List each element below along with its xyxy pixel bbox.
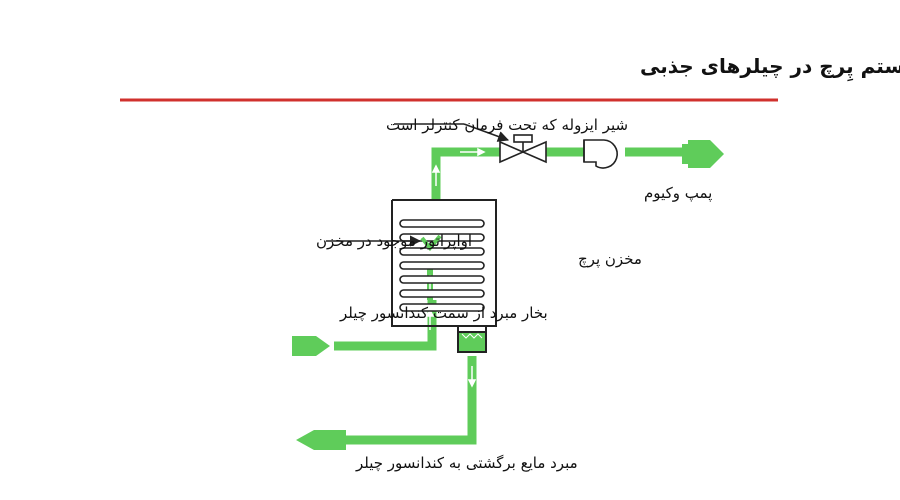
evaporator-coil-icon <box>399 219 485 312</box>
valve-leader <box>463 123 510 142</box>
vacuum-pump-icon <box>583 139 618 169</box>
label-refrigerant-vapor-in: بخار مبرد از سمت کندانسور چیلر <box>339 304 548 322</box>
flow-arrow-down-return <box>467 379 477 388</box>
flow-arrow-up-top <box>431 164 441 173</box>
label-purge-tank: مخزن پرچ <box>578 250 642 269</box>
pipe-liquid-return <box>346 356 477 445</box>
label-evaporator: اواپراتور موجود در مخزن <box>316 232 472 251</box>
label-liquid-return: مبرد مایع برگشتی به کندانسور چیلر <box>355 454 578 472</box>
outlet-arrowhead <box>682 144 720 164</box>
pipe-to-valve <box>431 147 500 200</box>
label-isolation-valve: شیر ایزوله که تحت فرمان کنترلر است <box>386 116 628 134</box>
label-vacuum-pump: پمپ وکیوم <box>644 184 712 203</box>
tank-sump <box>457 331 487 353</box>
inlet-flow-arrow <box>292 336 330 356</box>
flow-arrow-right <box>477 147 486 157</box>
return-arrowhead <box>296 430 346 450</box>
flow-arrow-up-inlet <box>425 308 435 317</box>
liquid-surface <box>461 333 483 339</box>
valve-icon <box>499 134 547 164</box>
tank-outline-left <box>391 200 458 327</box>
pipe-network <box>334 147 688 445</box>
page-title: مدار و عملکرد سیستم پِرچ در چیلرهای جذبی <box>640 54 900 81</box>
